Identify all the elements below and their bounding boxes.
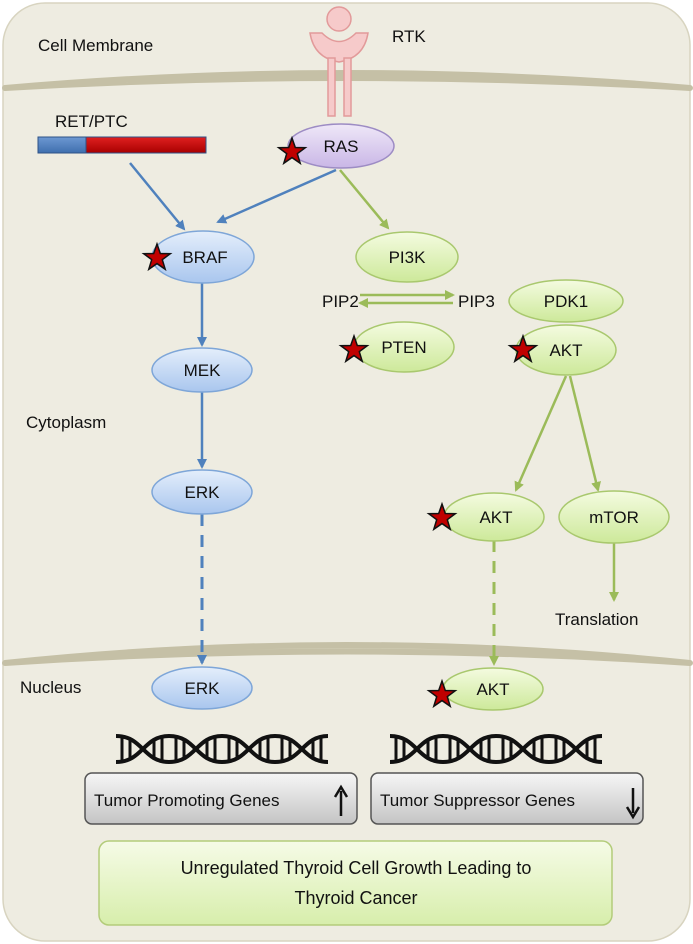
erk-label: ERK xyxy=(185,483,221,502)
star-icon-akt-lower xyxy=(426,501,458,532)
tumor-suppressor-genes-label: Tumor Suppressor Genes xyxy=(380,791,575,810)
outcome-box: Unregulated Thyroid Cell Growth Leading … xyxy=(98,840,613,926)
pip2-label: PIP2 xyxy=(322,292,359,311)
cytoplasm-label: Cytoplasm xyxy=(26,413,106,432)
star-icon-akt xyxy=(507,333,539,364)
tumor-suppressor-genes-box: Tumor Suppressor Genes xyxy=(370,772,644,825)
braf-label: BRAF xyxy=(182,248,227,267)
erk-nucleus-node: ERK xyxy=(151,666,253,710)
arrow-akt-to-akt-lower xyxy=(514,375,568,492)
mek-node: MEK xyxy=(151,347,253,393)
cell-membrane-label: Cell Membrane xyxy=(38,36,153,55)
pi3k-node: PI3K xyxy=(355,231,459,283)
pten-label: PTEN xyxy=(381,338,426,357)
pdk1-node: PDK1 xyxy=(508,279,624,323)
braf-node: BRAF xyxy=(151,230,255,284)
akt-label: AKT xyxy=(549,341,582,360)
tumor-promoting-genes-label: Tumor Promoting Genes xyxy=(94,791,280,810)
outcome-line-1: Unregulated Thyroid Cell Growth Leading … xyxy=(181,858,532,878)
star-icon-pten xyxy=(338,333,370,364)
arrow-up-icon xyxy=(333,784,349,816)
nuclear-membrane-line xyxy=(2,642,693,666)
arrow-ras-to-braf xyxy=(216,168,337,224)
outcome-line-2: Thyroid Cancer xyxy=(294,888,417,908)
akt-node: AKT xyxy=(515,324,617,376)
ras-node: RAS xyxy=(287,123,395,169)
ras-label: RAS xyxy=(324,137,359,156)
tumor-promoting-genes-box: Tumor Promoting Genes xyxy=(84,772,358,825)
cell-membrane-line xyxy=(2,70,693,91)
arrow-ras-to-pi3k xyxy=(339,169,390,230)
ret-ptc-label: RET/PTC xyxy=(55,112,128,131)
arrow-ret-to-braf xyxy=(129,162,186,231)
dna-helix-icon-left xyxy=(115,733,329,765)
star-icon-akt-nucleus xyxy=(426,678,458,709)
akt-nucleus-node: AKT xyxy=(442,667,544,711)
mtor-label: mTOR xyxy=(589,508,639,527)
mtor-node: mTOR xyxy=(558,490,670,544)
arrow-down-icon xyxy=(625,788,641,820)
rtk-label: RTK xyxy=(392,27,426,46)
pip3-label: PIP3 xyxy=(458,292,495,311)
erk-nucleus-label: ERK xyxy=(185,679,221,698)
rtk-receptor-icon xyxy=(309,6,369,117)
arrow-akt-to-mtor xyxy=(568,375,601,492)
pten-node: PTEN xyxy=(353,321,455,373)
pi3k-label: PI3K xyxy=(389,248,427,267)
ret-ptc-fusion-bar xyxy=(37,136,207,154)
mek-label: MEK xyxy=(184,361,222,380)
dna-helix-icon-right xyxy=(389,733,603,765)
akt-nucleus-label: AKT xyxy=(476,680,509,699)
pdk1-label: PDK1 xyxy=(544,292,588,311)
star-icon-ras xyxy=(276,135,308,166)
akt-lower-label: AKT xyxy=(479,508,512,527)
star-icon-braf xyxy=(141,241,173,272)
translation-label: Translation xyxy=(555,610,638,629)
erk-node: ERK xyxy=(151,469,253,515)
nucleus-label: Nucleus xyxy=(20,678,81,697)
akt-lower-node: AKT xyxy=(443,492,545,542)
